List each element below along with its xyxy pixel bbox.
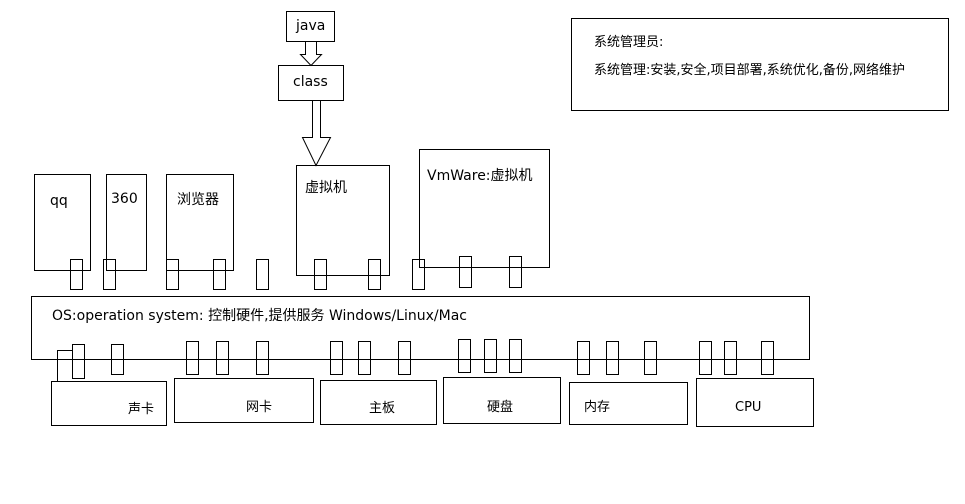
connector-pin <box>368 259 381 290</box>
sound-card-bracket <box>57 350 73 382</box>
java-to-class-arrow <box>299 41 323 67</box>
connector-pin <box>186 341 199 375</box>
connector-pin <box>458 339 471 373</box>
connector-pin <box>358 341 371 375</box>
connector-pin <box>330 341 343 375</box>
java-box <box>286 11 335 42</box>
motherboard-box <box>320 380 437 425</box>
class-box <box>278 65 344 101</box>
sound-card-label: 声卡 <box>128 402 155 417</box>
connector-pin <box>509 256 522 288</box>
class-label: class <box>293 74 328 90</box>
connector-pin <box>509 339 522 373</box>
app-os-connectors <box>70 256 522 290</box>
vm-app-box <box>296 165 390 276</box>
network-card-label: 网卡 <box>246 400 273 415</box>
connector-pin <box>606 341 619 375</box>
browser-app-box <box>166 174 234 271</box>
cpu-label: CPU <box>735 400 762 415</box>
java-label: java <box>296 18 326 34</box>
qq-label: qq <box>50 193 68 209</box>
connector-pin <box>166 259 179 290</box>
vmware-app-box <box>419 149 550 268</box>
motherboard-label: 主板 <box>369 401 396 416</box>
connector-pin <box>314 259 327 290</box>
sysadmin-box <box>571 18 949 111</box>
hard-disk-box <box>443 377 561 424</box>
connector-pin <box>213 259 226 290</box>
connector-pin <box>70 259 83 290</box>
connector-pin <box>256 259 269 290</box>
connector-pin <box>256 341 269 375</box>
os-hardware-connectors <box>72 339 774 379</box>
class-to-vm-arrow <box>301 100 332 167</box>
os-label: OS:operation system: 控制硬件,提供服务 Windows/L… <box>52 308 467 324</box>
connector-pin <box>577 341 590 375</box>
vm-label: 虚拟机 <box>305 180 347 196</box>
sysadmin-title: 系统管理员: <box>594 35 664 50</box>
connector-pin <box>459 256 472 288</box>
connector-pin <box>699 341 712 375</box>
connector-pin <box>111 344 124 375</box>
os-layer-box <box>31 296 810 360</box>
connector-pin <box>644 341 657 375</box>
sound-card-box <box>51 381 167 426</box>
browser-label: 浏览器 <box>177 192 219 208</box>
hard-disk-label: 硬盘 <box>487 400 514 415</box>
app360-label: 360 <box>111 191 138 207</box>
connector-pin <box>412 259 425 290</box>
qq-app-box <box>34 174 91 271</box>
connector-pin <box>724 341 737 375</box>
memory-label: 内存 <box>584 400 611 415</box>
memory-box <box>569 382 688 425</box>
connector-pin <box>484 339 497 373</box>
sysadmin-duties: 系统管理:安装,安全,项目部署,系统优化,备份,网络维护 <box>594 63 906 78</box>
app360-box <box>106 174 147 271</box>
vmware-label: VmWare:虚拟机 <box>427 168 533 184</box>
connector-pin <box>398 341 411 375</box>
connector-pin <box>72 344 85 379</box>
network-card-box <box>174 378 314 423</box>
connector-pin <box>216 341 229 375</box>
cpu-box <box>696 378 814 427</box>
connector-pin <box>761 341 774 375</box>
connector-pin <box>103 259 116 290</box>
